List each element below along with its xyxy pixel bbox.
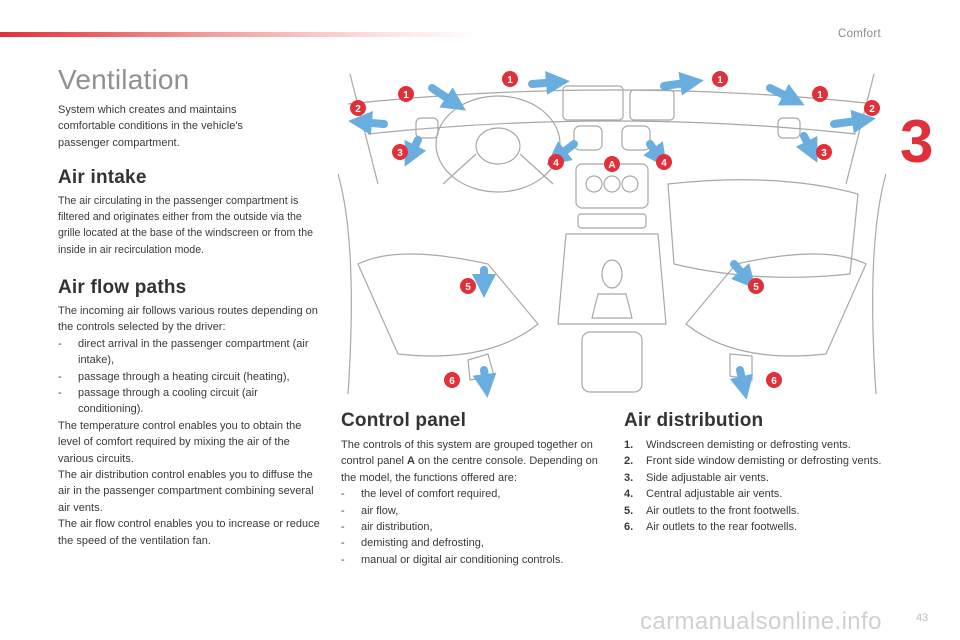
list-item: air flow, [341, 503, 601, 520]
vent-marker: 6 [766, 372, 782, 388]
list-item: passage through a cooling circuit (air c… [58, 385, 320, 418]
item-text: Windscreen demisting or defrosting vents… [646, 439, 851, 451]
vent-marker: 2 [864, 100, 880, 116]
item-number: 1. [624, 439, 634, 451]
airflow-arrow [348, 111, 388, 135]
list-item: 1. Windscreen demisting or defrosting ven… [624, 437, 884, 453]
marker-label: 1 [507, 75, 513, 86]
airflow-arrow [528, 70, 570, 95]
list-item: manual or digital air conditioning contr… [341, 552, 601, 569]
vent-marker: 2 [350, 100, 366, 116]
control-panel-text-after: on the centre console. Depending on the … [341, 455, 598, 484]
item-text: Front side window demisting or defrostin… [646, 455, 882, 468]
vent-marker: 3 [392, 144, 408, 160]
airflow-arrow [472, 366, 497, 398]
airflow-arrow [730, 260, 756, 290]
control-panel-text-before: The controls of this system are grouped … [341, 439, 593, 468]
control-panel-heading: Control panel [341, 410, 467, 431]
vent-markers: 1 1 1 1 2 2 3 3 4 4 A 5 5 6 6 [350, 71, 880, 388]
marker-label: 1 [403, 90, 409, 101]
vent-marker: A [604, 156, 620, 172]
air-flow-list: direct arrival in the passenger compartm… [58, 336, 320, 418]
marker-label: 6 [771, 376, 777, 387]
airflow-arrow [428, 84, 466, 111]
vent-marker: 3 [816, 144, 832, 160]
temperature-control-paragraph: The temperature control enables you to o… [58, 419, 302, 465]
item-number: 3. [624, 471, 634, 484]
list-item: passage through a heating circuit (heati… [58, 369, 320, 386]
section-label: Comfort [838, 28, 881, 40]
air-intake-paragraph: The air circulating in the passenger com… [58, 195, 313, 256]
airflow-arrow [404, 136, 427, 167]
marker-label: 2 [355, 104, 361, 115]
air-intake-heading: Air intake [58, 167, 147, 188]
vent-marker: 1 [712, 71, 728, 87]
list-item: 5. Air outlets to the front footwells. [624, 503, 884, 519]
vent-marker: 1 [398, 86, 414, 102]
marker-label: 4 [661, 158, 667, 169]
list-item: 2. Front side window demisting or defrost… [624, 453, 884, 469]
marker-label: 6 [449, 376, 455, 387]
list-item: demisting and defrosting, [341, 535, 601, 552]
marker-label: 3 [397, 148, 403, 159]
page-number: 43 [916, 612, 929, 624]
marker-label: 3 [821, 148, 827, 159]
airflow-arrow [660, 71, 704, 96]
chapter-number: 3 [900, 108, 934, 175]
header-accent-bar [0, 32, 480, 37]
marker-label: 1 [717, 75, 723, 86]
airflow-arrow [643, 140, 667, 168]
item-text: Central adjustable air vents. [646, 488, 783, 501]
cabin-outline [338, 73, 886, 395]
marker-label: 2 [869, 104, 875, 115]
vent-marker: 4 [656, 154, 672, 170]
air-flow-heading: Air flow paths [58, 277, 187, 298]
airflow-arrow [729, 366, 754, 400]
airflow-arrow [830, 109, 876, 134]
ventilation-illustration: 1 1 1 1 2 2 3 3 4 4 A 5 5 6 6 [338, 70, 886, 400]
marker-label: 5 [753, 282, 759, 293]
control-panel-body: The controls of this system are grouped … [341, 437, 601, 569]
vent-marker: 5 [460, 278, 476, 294]
marker-label: 1 [817, 90, 823, 101]
intro-paragraph: System which creates and maintains comfo… [58, 104, 243, 149]
list-item: 6. Air outlets to the rear footwells. [624, 519, 884, 535]
item-number: 5. [624, 504, 634, 517]
vent-marker: 1 [502, 71, 518, 87]
page-title: Ventilation [58, 64, 190, 95]
item-text: Side adjustable air vents. [646, 471, 769, 484]
control-panel-list: the level of comfort required, air flow,… [341, 486, 601, 568]
item-number: 6. [624, 521, 634, 534]
flow-control-paragraph: The air flow control enables you to incr… [58, 518, 320, 547]
air-flow-intro: The incoming air follows various routes … [58, 305, 318, 334]
vent-marker: 4 [548, 154, 564, 170]
air-distribution-heading: Air distribution [624, 410, 764, 431]
air-flow-body: The incoming air follows various routes … [58, 303, 320, 549]
marker-label: 4 [553, 158, 559, 169]
list-item: air distribution, [341, 519, 601, 536]
item-number: 4. [624, 488, 634, 501]
vent-marker: 1 [812, 86, 828, 102]
item-text: Air outlets to the rear footwells. [646, 521, 798, 534]
marker-label: 5 [465, 282, 471, 293]
airflow-arrows [348, 70, 876, 400]
list-item: direct arrival in the passenger compartm… [58, 336, 320, 369]
air-distribution-list: 1. Windscreen demisting or defrosting ven… [624, 437, 884, 535]
control-panel-paragraph: The controls of this system are grouped … [341, 437, 601, 486]
vent-marker: 5 [748, 278, 764, 294]
item-text: Air outlets to the front footwells. [646, 504, 800, 517]
control-panel-letter: A [407, 455, 415, 468]
distribution-control-paragraph: The air distribution control enables you… [58, 469, 314, 514]
list-item: the level of comfort required, [341, 486, 601, 503]
list-item: 3. Side adjustable air vents. [624, 470, 884, 486]
item-number: 2. [624, 455, 634, 468]
airflow-arrow [795, 132, 818, 163]
vent-marker: 6 [444, 372, 460, 388]
watermark: carmanualsonline.info [640, 608, 882, 635]
airflow-arrow [766, 83, 805, 106]
marker-label: A [608, 160, 615, 171]
list-item: 4. Central adjustable air vents. [624, 486, 884, 502]
